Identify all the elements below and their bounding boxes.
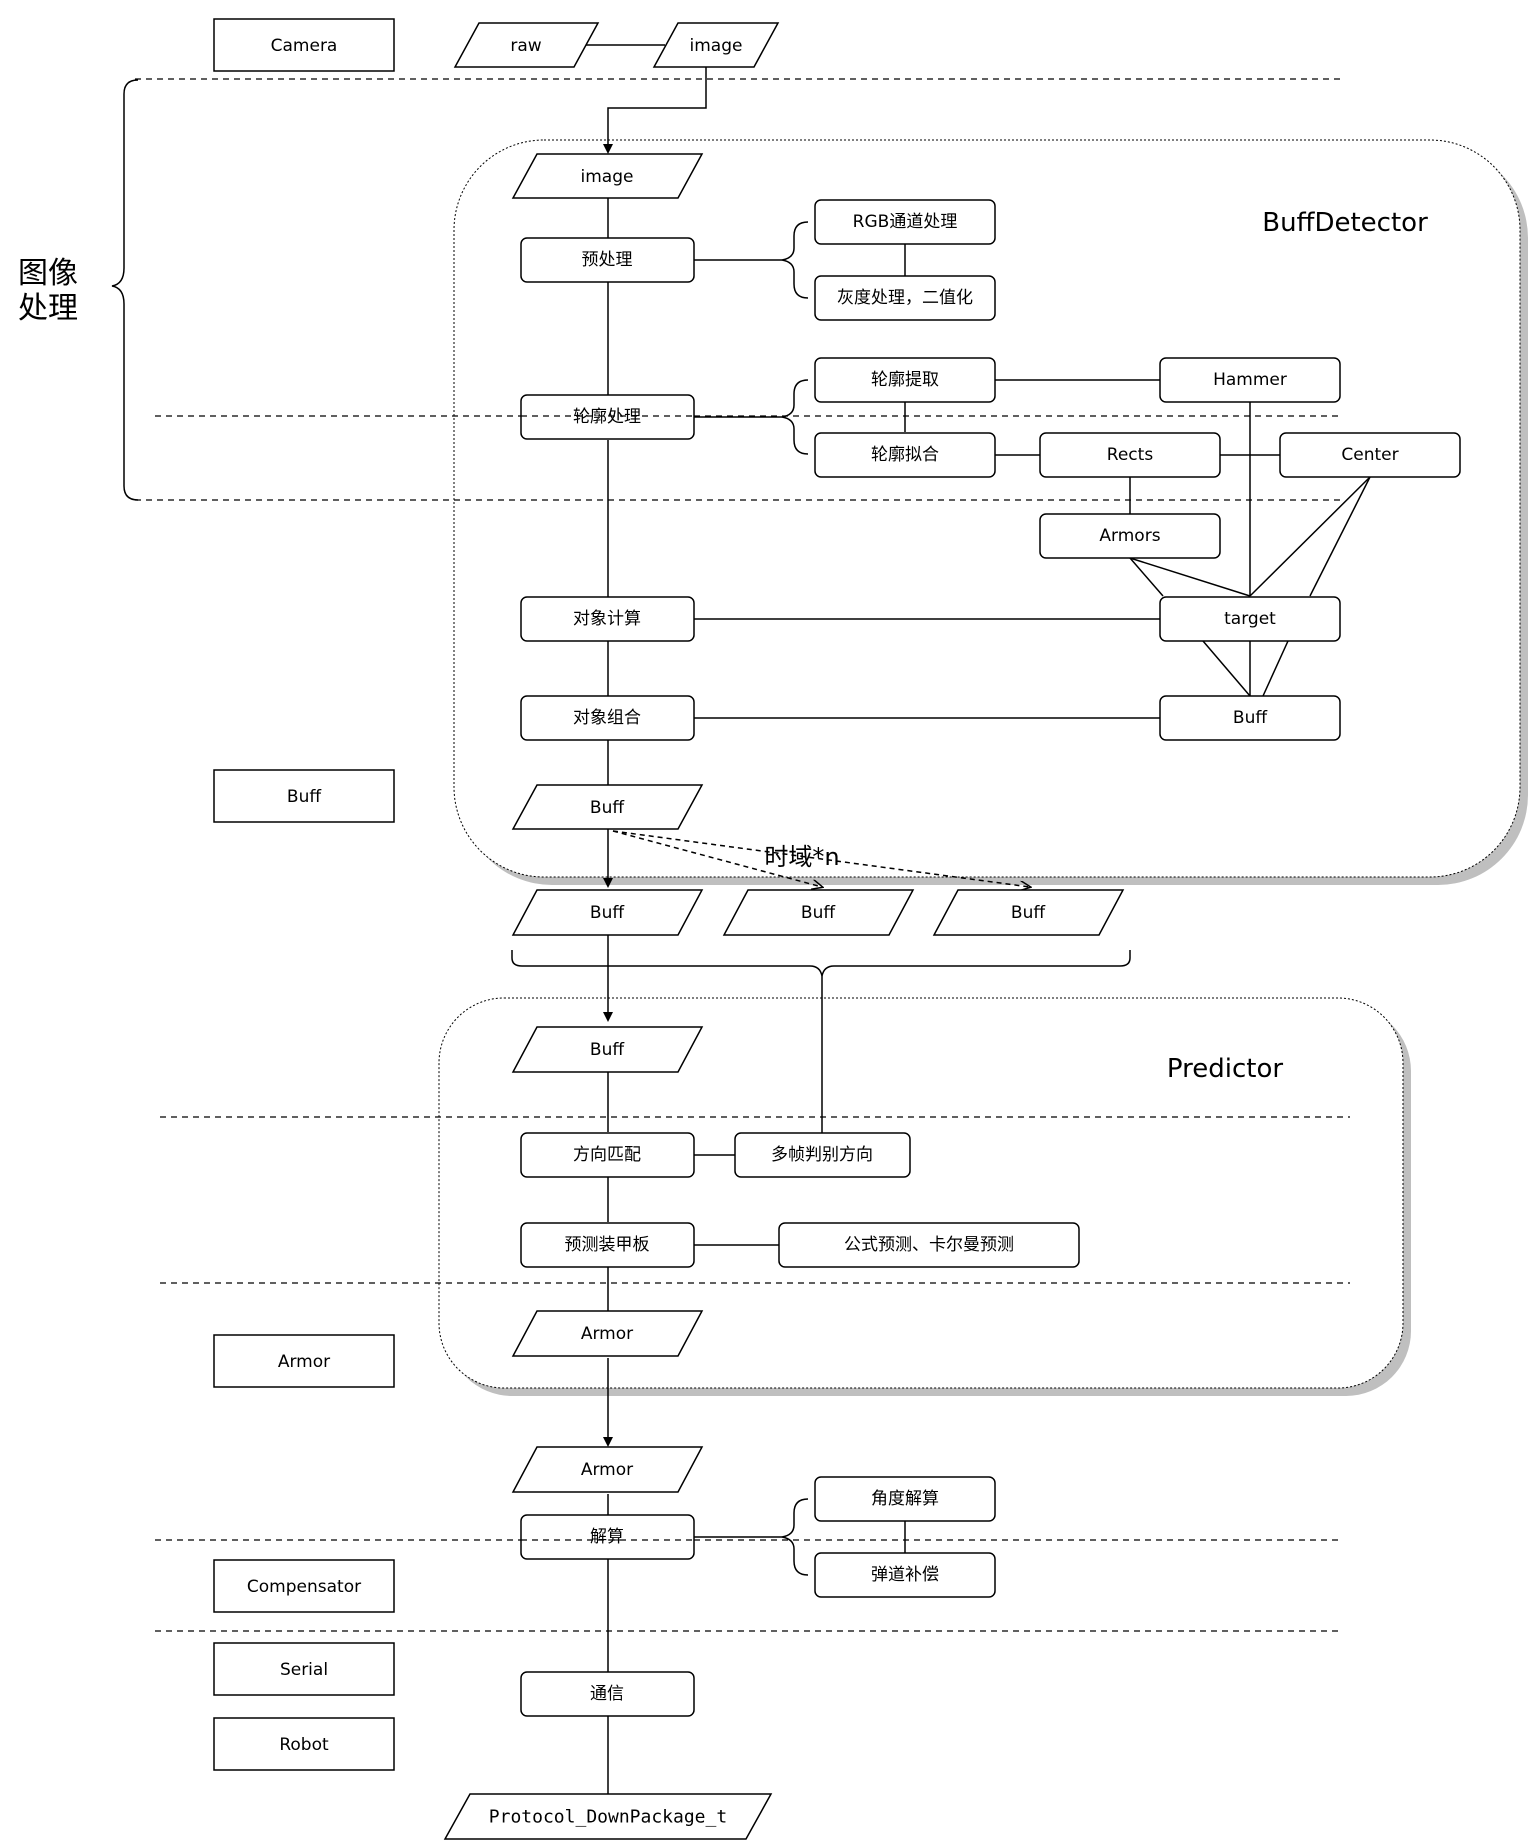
buff-out-label: Buff [590, 798, 625, 818]
contour-fit-label: 轮廓拟合 [871, 445, 939, 465]
side-compensator-label: Compensator [247, 1577, 361, 1597]
contour-fit-box [814, 432, 996, 478]
ballistic-label: 弹道补偿 [871, 1565, 939, 1585]
predict-armor-box [520, 1222, 695, 1268]
buff2-data [722, 889, 915, 936]
obj-group-label: 对象组合 [573, 708, 641, 728]
armors-label: Armors [1099, 526, 1160, 546]
obj-calc-label: 对象计算 [573, 609, 641, 629]
armor-in-label: Armor [581, 1460, 633, 1480]
image-processing-brace: 图像 处理 [18, 79, 139, 501]
image-top-data [652, 22, 780, 68]
buff1-data [511, 889, 704, 936]
side-armor-label: Armor [278, 1352, 330, 1372]
solve-label: 解算 [590, 1527, 624, 1547]
side-label-image-processing-2: 处理 [18, 291, 78, 326]
side-label-image-processing-1: 图像 [18, 256, 78, 291]
time-domain-label: 时域*n [764, 843, 839, 871]
hammer-box [1159, 357, 1341, 403]
buff-inner-label: Buff [1233, 708, 1268, 728]
side-robot-label: Robot [279, 1735, 329, 1755]
rects-label: Rects [1107, 445, 1154, 465]
angle-solve-label: 角度解算 [871, 1489, 939, 1509]
side-robot-box [213, 1717, 395, 1771]
ballistic-box [814, 1552, 996, 1598]
multi-frame-box [734, 1132, 911, 1178]
contour-proc-label: 轮廓处理 [573, 407, 641, 427]
buff3-label: Buff [1011, 903, 1046, 923]
buff-out-data [511, 784, 704, 830]
predict-armor-label: 预测装甲板 [565, 1235, 650, 1255]
predictor-container: Predictor [438, 997, 1411, 1396]
direction-match-label: 方向匹配 [573, 1145, 641, 1165]
side-serial-label: Serial [280, 1660, 328, 1680]
protocol-label: Protocol_DownPackage_t [489, 1807, 727, 1828]
center-label: Center [1341, 445, 1398, 465]
gray-box [814, 275, 996, 321]
target-box [1159, 596, 1341, 642]
obj-calc-box [520, 596, 695, 642]
rgb-box [814, 199, 996, 245]
predictor-title: Predictor [1167, 1054, 1283, 1084]
camera-box [213, 18, 395, 72]
armor-pred-out-label: Armor [581, 1324, 633, 1344]
camera-label: Camera [271, 36, 338, 56]
center-box [1279, 432, 1461, 478]
rects-box [1039, 432, 1221, 478]
buff-pred-in-data [511, 1026, 704, 1073]
raw-data [453, 22, 600, 68]
armor-in-data [511, 1446, 704, 1493]
buff-inner-box [1159, 695, 1341, 741]
buff-pred-in-label: Buff [590, 1040, 625, 1060]
hammer-label: Hammer [1213, 370, 1287, 390]
image-in-label: image [581, 167, 634, 187]
solve-box [520, 1514, 695, 1560]
multi-frame-label: 多帧判别方向 [771, 1145, 873, 1165]
crossing-separators [521, 415, 694, 1541]
side-serial-box [213, 1642, 395, 1696]
obj-group-box [520, 695, 695, 741]
buff1-label: Buff [590, 903, 625, 923]
buff2-label: Buff [801, 903, 836, 923]
side-compensator-box [213, 1559, 395, 1613]
buffdetector-title: BuffDetector [1262, 208, 1428, 238]
contour-extract-label: 轮廓提取 [871, 370, 939, 390]
angle-solve-box [814, 1476, 996, 1522]
formula-kalman-box [778, 1222, 1080, 1268]
contour-extract-box [814, 357, 996, 403]
raw-label: raw [510, 36, 541, 56]
image-in-data [511, 153, 704, 199]
target-label: target [1224, 609, 1276, 629]
buff3-data [932, 889, 1125, 936]
comm-label: 通信 [590, 1684, 624, 1704]
comm-box [520, 1671, 695, 1717]
preprocess-box [520, 237, 695, 283]
protocol-data [443, 1793, 773, 1840]
gray-label: 灰度处理，二值化 [837, 288, 973, 308]
connectors [511, 44, 1371, 1794]
side-buff-label: Buff [287, 787, 322, 807]
rgb-label: RGB通道处理 [853, 212, 958, 232]
image-top-label: image [690, 36, 743, 56]
formula-kalman-label: 公式预测、卡尔曼预测 [844, 1235, 1014, 1255]
side-armor-box [213, 1334, 395, 1388]
direction-match-box [520, 1132, 695, 1178]
preprocess-label: 预处理 [582, 250, 633, 270]
lane-separators [135, 78, 1350, 1632]
armors-box [1039, 513, 1221, 559]
side-buff-box [213, 769, 395, 823]
armor-pred-out-data [511, 1310, 704, 1357]
contour-proc-box [520, 394, 695, 440]
